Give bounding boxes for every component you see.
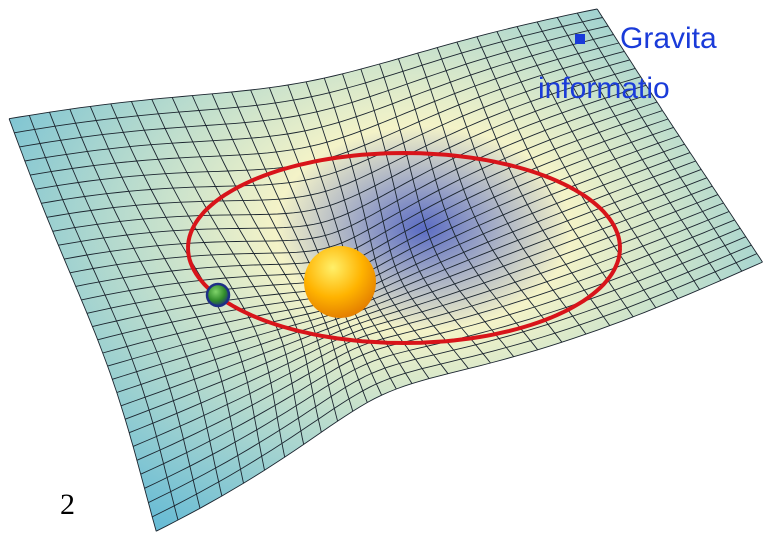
bullet-continuation-text: informatio (538, 72, 670, 105)
bullet-text: Gravita (620, 22, 717, 55)
grid-line (516, 26, 679, 299)
grid-line (536, 21, 700, 290)
grid-line (151, 253, 758, 518)
orbit-path-back (186, 150, 622, 249)
grid-line (136, 219, 735, 461)
grid-line (556, 17, 722, 281)
spacetime-sheet (9, 9, 763, 532)
planet-sphere-icon (205, 282, 231, 308)
grid-line (148, 244, 752, 504)
sun-sphere-icon (304, 246, 376, 318)
grid-line (596, 8, 763, 263)
grid-line (155, 261, 763, 532)
grid-line (144, 236, 746, 489)
square-bullet-icon (575, 34, 585, 44)
grid-line (576, 12, 743, 272)
slide-number: 2 (60, 488, 75, 521)
